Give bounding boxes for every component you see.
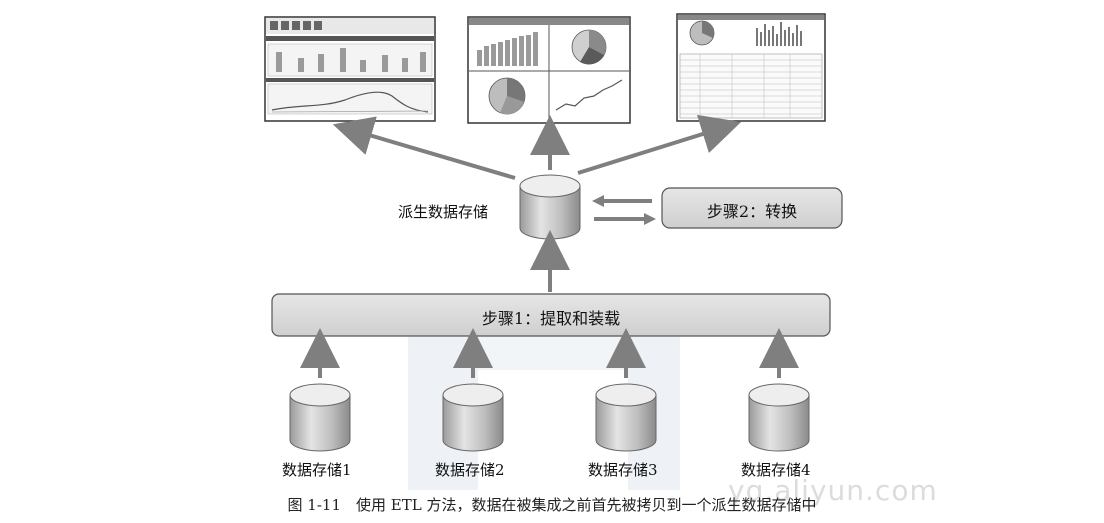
source-label-4: 数据存储4 <box>741 461 811 479</box>
figure-caption: 图 1-11 使用 ETL 方法，数据在被集成之前首先被拷贝到一个派生数据存储中 <box>287 496 817 514</box>
output-arrows <box>332 114 742 180</box>
source-cylinder-4 <box>748 383 810 452</box>
step2-box <box>661 187 843 229</box>
report-screenshot-charts <box>467 16 631 124</box>
source-label-3: 数据存储3 <box>588 461 658 479</box>
source-cylinder-1 <box>289 383 351 452</box>
report-screenshot-table <box>676 13 826 122</box>
source-cylinder-3 <box>595 383 657 452</box>
derived-store-cylinder <box>519 174 581 240</box>
source-label-1: 数据存储1 <box>282 461 352 479</box>
watermark: yq.aliyun.com <box>728 474 938 507</box>
step1-box <box>271 293 831 337</box>
step2-arrows <box>592 195 656 225</box>
step2-label: 步骤2：转换 <box>706 202 798 221</box>
source-cylinder-2 <box>442 383 504 452</box>
source-label-2: 数据存储2 <box>435 461 505 479</box>
derived-store-label: 派生数据存储 <box>398 203 489 221</box>
source-arrows <box>300 328 799 378</box>
report-screenshot-bar-line <box>264 16 436 122</box>
step1-label: 步骤1：提取和装载 <box>481 309 621 328</box>
